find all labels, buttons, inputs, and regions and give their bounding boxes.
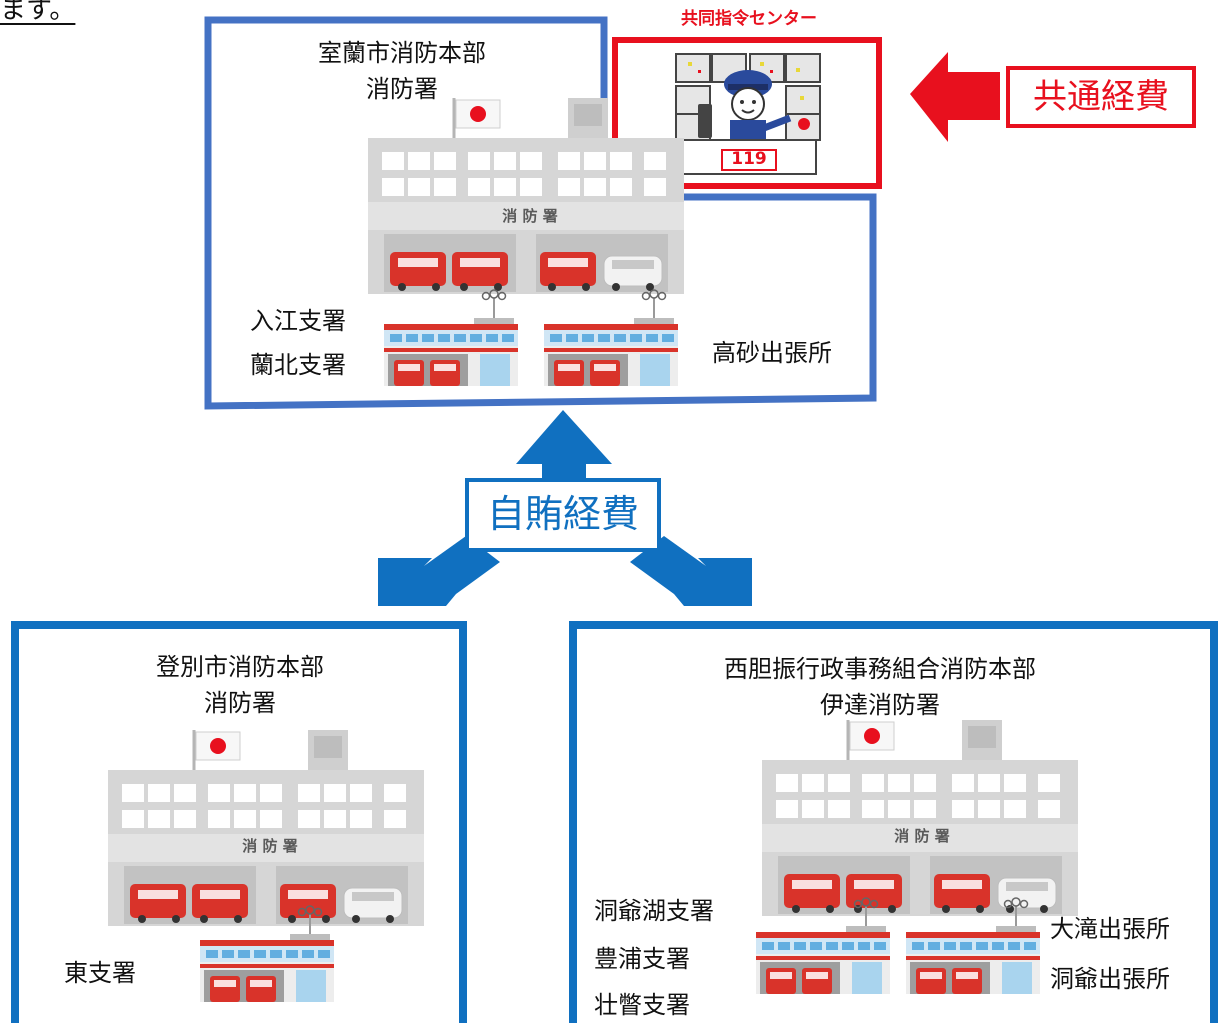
- nishiiburi-station-sign: 消 防 署: [894, 827, 950, 845]
- own-cost-arrow-right: [630, 536, 752, 606]
- noboribetsu-main-station-building: [106, 728, 426, 928]
- muroran-station-title: 消防署: [366, 75, 438, 103]
- nishiiburi-hq-title: 西胆振行政事務組合消防本部: [724, 655, 1036, 683]
- noboribetsu-branch-higashi: 東支署: [64, 959, 136, 987]
- own-cost-label: 自賄経費: [465, 478, 661, 552]
- muroran-outpost-building: [543, 289, 679, 387]
- muroran-hq-title: 室蘭市消防本部: [318, 39, 486, 67]
- muroran-frame: [204, 16, 877, 410]
- own-cost-arrow-left: [378, 536, 500, 606]
- desk-number: 119: [731, 149, 767, 169]
- nishiiburi-branch-toyoura: 豊浦支署: [594, 945, 690, 973]
- command-center-title: 共同指令センター: [681, 9, 817, 29]
- muroran-outpost-takasago: 高砂出張所: [712, 339, 832, 367]
- body-text-fragment: ます。: [0, 0, 76, 25]
- noboribetsu-hq-title: 登別市消防本部: [156, 653, 324, 681]
- common-cost-arrow: [910, 52, 1000, 142]
- nishiiburi-frame: [569, 621, 1218, 1023]
- nishiiburi-station-title: 伊達消防署: [820, 691, 940, 719]
- muroran-branch-ranboku: 蘭北支署: [250, 351, 346, 379]
- noboribetsu-station-title: 消防署: [204, 689, 276, 717]
- nishiiburi-branch-toyako: 洞爺湖支署: [594, 897, 714, 925]
- nishiiburi-main-station-building: [760, 718, 1080, 918]
- muroran-station-sign: 消 防 署: [502, 207, 558, 225]
- noboribetsu-frame: [11, 621, 467, 1023]
- nishiiburi-outpost-toya: 洞爺出張所: [1050, 965, 1170, 993]
- dispatcher-illustration: [675, 53, 821, 175]
- nishiiburi-outpost-otaki: 大滝出張所: [1050, 915, 1170, 943]
- noboribetsu-station-sign: 消 防 署: [242, 837, 298, 855]
- common-cost-label: 共通経費: [1006, 66, 1196, 128]
- muroran-branch-building: [383, 289, 519, 387]
- own-cost-arrow-up: [516, 410, 612, 492]
- nishiiburi-branch-sobetsu: 壮瞥支署: [594, 991, 690, 1019]
- muroran-branch-irie: 入江支署: [250, 307, 346, 335]
